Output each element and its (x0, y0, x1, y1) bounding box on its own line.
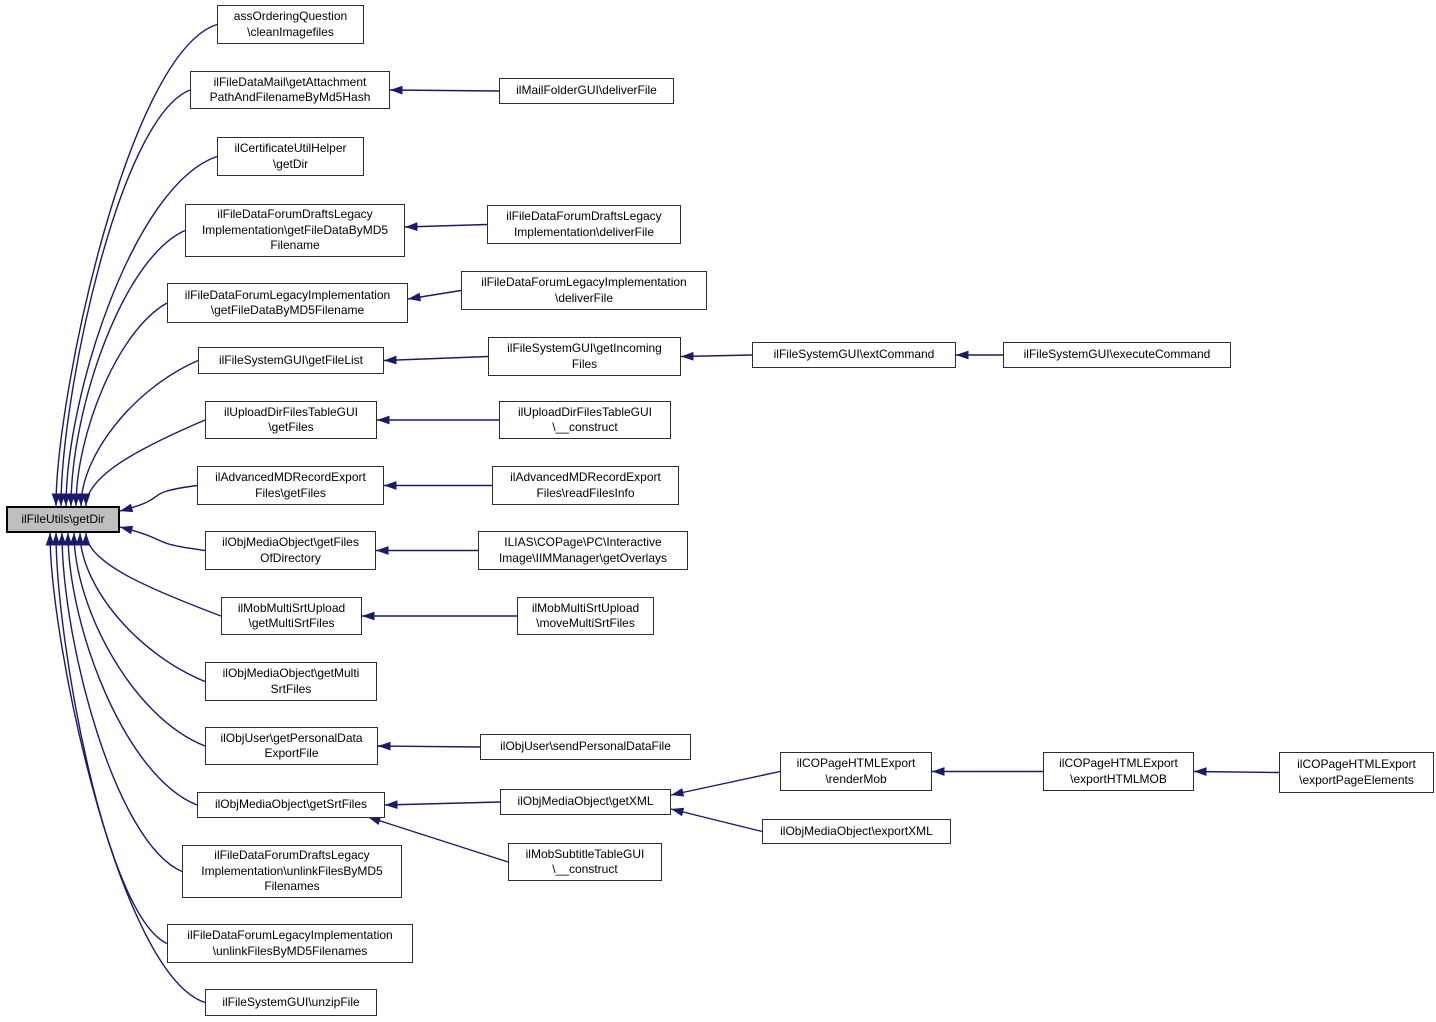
node-ilCOPageHTMLExport-renderMob[interactable]: ilCOPageHTMLExport \renderMob (780, 752, 932, 791)
node-ilFileDataMail-getAttachmentPathAndFilenameByMd5Hash[interactable]: ilFileDataMail\getAttachment PathAndFile… (190, 71, 390, 109)
node-ilFileSystemGUI-getFileList[interactable]: ilFileSystemGUI\getFileList (198, 347, 384, 374)
edge-ilFileDataForumDraftsLegacyImplementation-deliverFile-to-ilFileDataForumDraftsLegacyImplementation-getFileDataByMD5Filename (404, 222, 488, 232)
edge-ilAdvancedMDRecordExportFiles-getFiles-to-ilFileUtils-getDir (119, 484, 198, 513)
edge-ilFileDataForumDraftsLegacyImplementation-getFileDataByMD5Filename-to-ilFileUtils-getDir (66, 229, 186, 507)
edge-ilMobMultiSrtUpload-getMultiSrtFiles-to-ilFileUtils-getDir (81, 532, 222, 617)
edge-ilObjMediaObject-getSrtFiles-to-ilFileUtils-getDir (63, 532, 198, 806)
node-ilFileSystemGUI-executeCommand[interactable]: ilFileSystemGUI\executeCommand (1003, 342, 1231, 368)
node-ilObjMediaObject-getMultiSrtFiles[interactable]: ilObjMediaObject\getMulti SrtFiles (205, 662, 377, 701)
edge-ilObjMediaObject-getXML-to-ilObjMediaObject-getSrtFiles (384, 800, 501, 810)
node-ilFileDataForumLegacyImplementation-getFileDataByMD5Filename[interactable]: ilFileDataForumLegacyImplementation \get… (167, 283, 408, 323)
node-ilAdvancedMDRecordExportFiles-getFiles[interactable]: ilAdvancedMDRecordExport Files\getFiles (197, 466, 384, 505)
edge-ilFileDataForumLegacyImplementation-unlinkFilesByMD5Filenames-to-ilFileUtils-getDir (51, 532, 168, 945)
edge-ilMobSubtitleTableGUI-construct-to-ilObjMediaObject-getSrtFiles (367, 816, 509, 863)
edge-ilFileSystemGUI-unzipFile-to-ilFileUtils-getDir (45, 532, 206, 1004)
node-IIMManager-getOverlays[interactable]: ILIAS\COPage\PC\Interactive Image\IIMMan… (478, 531, 688, 570)
node-ilObjMediaObject-getFilesOfDirectory[interactable]: ilObjMediaObject\getFiles OfDirectory (205, 531, 376, 570)
node-ilFileSystemGUI-extCommand[interactable]: ilFileSystemGUI\extCommand (752, 342, 956, 368)
node-ilMobMultiSrtUpload-getMultiSrtFiles[interactable]: ilMobMultiSrtUpload \getMultiSrtFiles (221, 597, 362, 635)
node-ilUploadDirFilesTableGUI-getFiles[interactable]: ilUploadDirFilesTableGUI \getFiles (205, 401, 377, 439)
node-ilObjMediaObject-getXML[interactable]: ilObjMediaObject\getXML (500, 789, 671, 815)
edge-ilObjMediaObject-exportXML-to-ilObjMediaObject-getXML (670, 807, 763, 833)
node-ilFileDataForumLegacyImplementation-unlinkFilesByMD5Filenames[interactable]: ilFileDataForumLegacyImplementation \unl… (167, 924, 413, 963)
node-ilCOPageHTMLExport-exportHTMLMOB[interactable]: ilCOPageHTMLExport \exportHTMLMOB (1043, 752, 1194, 791)
edge-ilCertificateUtilHelper-getDir-to-ilFileUtils-getDir (61, 155, 218, 507)
edge-ilFileSystemGUI-getIncomingFiles-to-ilFileSystemGUI-getFileList (383, 355, 489, 365)
node-ilMailFolderGUI-deliverFile[interactable]: ilMailFolderGUI\deliverFile (499, 78, 674, 104)
node-ilFileDataForumDraftsLegacyImplementation-deliverFile[interactable]: ilFileDataForumDraftsLegacy Implementati… (487, 205, 681, 244)
node-ilObjMediaObject-exportXML[interactable]: ilObjMediaObject\exportXML (762, 819, 951, 844)
edge-ilMailFolderGUI-deliverFile-to-ilFileDataMail-getAttachmentPathAndFilenameByMd5Hash (389, 85, 500, 95)
node-ilFileUtils-getDir[interactable]: ilFileUtils\getDir (6, 506, 120, 533)
edge-ilFileDataForumDraftsLegacyImplementation-unlinkFilesByMD5Filenames-to-ilFileUtils-getDir (57, 532, 183, 873)
node-ilFileDataForumDraftsLegacyImplementation-getFileDataByMD5Filename[interactable]: ilFileDataForumDraftsLegacy Implementati… (185, 204, 405, 257)
node-ilCertificateUtilHelper-getDir[interactable]: ilCertificateUtilHelper \getDir (217, 137, 364, 176)
edge-ilFileSystemGUI-getFileList-to-ilFileUtils-getDir (76, 359, 199, 507)
node-ilFileDataForumDraftsLegacyImplementation-unlinkFilesByMD5Filenames[interactable]: ilFileDataForumDraftsLegacy Implementati… (182, 845, 402, 898)
edge-assOrderingQuestion-cleanImagefiles-to-ilFileUtils-getDir (51, 23, 218, 507)
node-ilObjMediaObject-getSrtFiles[interactable]: ilObjMediaObject\getSrtFiles (197, 792, 385, 818)
edge-ilFileSystemGUI-extCommand-to-ilFileSystemGUI-getIncomingFiles (680, 351, 753, 361)
node-ilFileSystemGUI-unzipFile[interactable]: ilFileSystemGUI\unzipFile (205, 989, 377, 1016)
node-ilMobMultiSrtUpload-moveMultiSrtFiles[interactable]: ilMobMultiSrtUpload \moveMultiSrtFiles (517, 597, 654, 635)
node-ilMobSubtitleTableGUI-construct[interactable]: ilMobSubtitleTableGUI \__construct (508, 843, 662, 881)
edge-ilObjMediaObject-getFilesOfDirectory-to-ilFileUtils-getDir (119, 525, 206, 552)
edge-ilCOPageHTMLExport-exportPageElements-to-ilCOPageHTMLExport-exportHTMLMOB (1193, 767, 1280, 777)
edge-ilUploadDirFilesTableGUI-getFiles-to-ilFileUtils-getDir (81, 419, 206, 507)
node-ilObjUser-sendPersonalDataFile[interactable]: ilObjUser\sendPersonalDataFile (480, 734, 691, 760)
node-ilCOPageHTMLExport-exportPageElements[interactable]: ilCOPageHTMLExport \exportPageElements (1279, 752, 1434, 793)
node-ilUploadDirFilesTableGUI-construct[interactable]: ilUploadDirFilesTableGUI \__construct (499, 401, 671, 439)
edge-ilFileDataMail-getAttachmentPathAndFilenameByMd5Hash-to-ilFileUtils-getDir (56, 89, 191, 507)
node-assOrderingQuestion-cleanImagefiles[interactable]: assOrderingQuestion \cleanImagefiles (217, 5, 364, 44)
edge-ilObjMediaObject-getMultiSrtFiles-to-ilFileUtils-getDir (75, 532, 206, 683)
edge-ilFileDataForumLegacyImplementation-getFileDataByMD5Filename-to-ilFileUtils-getDir (71, 302, 168, 507)
edge-ilCOPageHTMLExport-renderMob-to-ilObjMediaObject-getXML (670, 770, 781, 797)
node-ilAdvancedMDRecordExportFiles-readFilesInfo[interactable]: ilAdvancedMDRecordExport Files\readFiles… (492, 466, 679, 505)
node-ilFileSystemGUI-getIncomingFiles[interactable]: ilFileSystemGUI\getIncoming Files (488, 337, 681, 376)
node-ilFileDataForumLegacyImplementation-deliverFile[interactable]: ilFileDataForumLegacyImplementation \del… (461, 271, 707, 310)
edge-ilFileDataForumLegacyImplementation-deliverFile-to-ilFileDataForumLegacyImplementation-getFileDataByMD5Filename (407, 289, 462, 302)
edge-ilObjUser-getPersonalDataExportFile-to-ilFileUtils-getDir (69, 532, 206, 747)
node-ilObjUser-getPersonalDataExportFile[interactable]: ilObjUser\getPersonalData ExportFile (205, 727, 378, 765)
edge-ilObjUser-sendPersonalDataFile-to-ilObjUser-getPersonalDataExportFile (377, 741, 481, 751)
